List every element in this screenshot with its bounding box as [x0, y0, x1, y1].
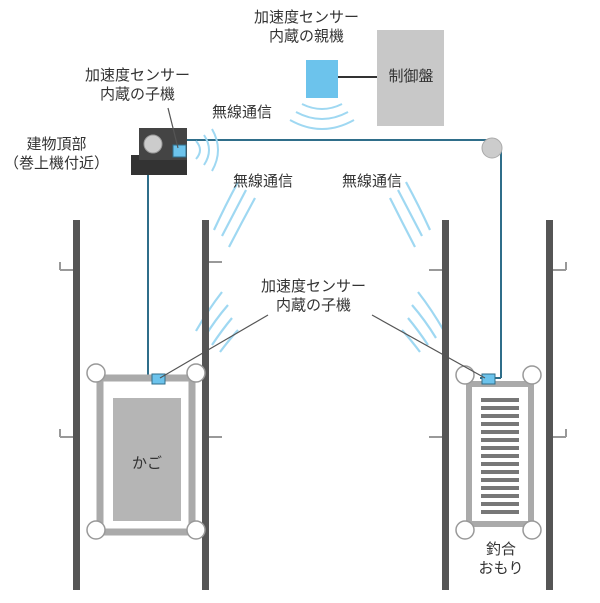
parent-sensor-unit	[306, 60, 338, 98]
counterweight-label: 釣合 おもり	[478, 540, 524, 577]
leader-lines	[159, 107, 486, 379]
counterweight-sensor-wireless-waves	[401, 291, 445, 353]
building-top-label: 建物頂部 （巻上機付近）	[4, 135, 110, 172]
top-child-sensor-label: 加速度センサー 内蔵の子機	[85, 66, 191, 103]
top-child-wireless-waves	[195, 128, 219, 172]
counterweight	[455, 365, 542, 540]
car-label: かご	[131, 454, 162, 472]
counterweight-plates	[481, 398, 519, 514]
wireless-label-upper: 無線通信	[212, 103, 273, 121]
control-panel-label: 制御盤	[388, 67, 434, 85]
wireless-label-right: 無線通信	[342, 172, 403, 190]
parent-wireless-waves	[289, 103, 355, 130]
control-panel-box	[377, 30, 444, 126]
wireless-label-left: 無線通信	[233, 172, 294, 190]
top-child-sensor-unit	[172, 144, 187, 158]
center-wireless-waves	[213, 181, 431, 248]
hoist-sheave	[143, 134, 163, 154]
top-right-sheave	[481, 137, 503, 159]
right-guide-rails	[429, 220, 567, 590]
counterweight-child-sensor-unit	[481, 373, 496, 385]
bottom-child-sensor-label: 加速度センサー 内蔵の子機	[261, 277, 367, 314]
left-guide-rails	[59, 220, 222, 590]
parent-sensor-label: 加速度センサー 内蔵の親機	[254, 8, 360, 45]
car-child-sensor-unit	[151, 373, 166, 385]
elevator-car	[86, 363, 206, 540]
